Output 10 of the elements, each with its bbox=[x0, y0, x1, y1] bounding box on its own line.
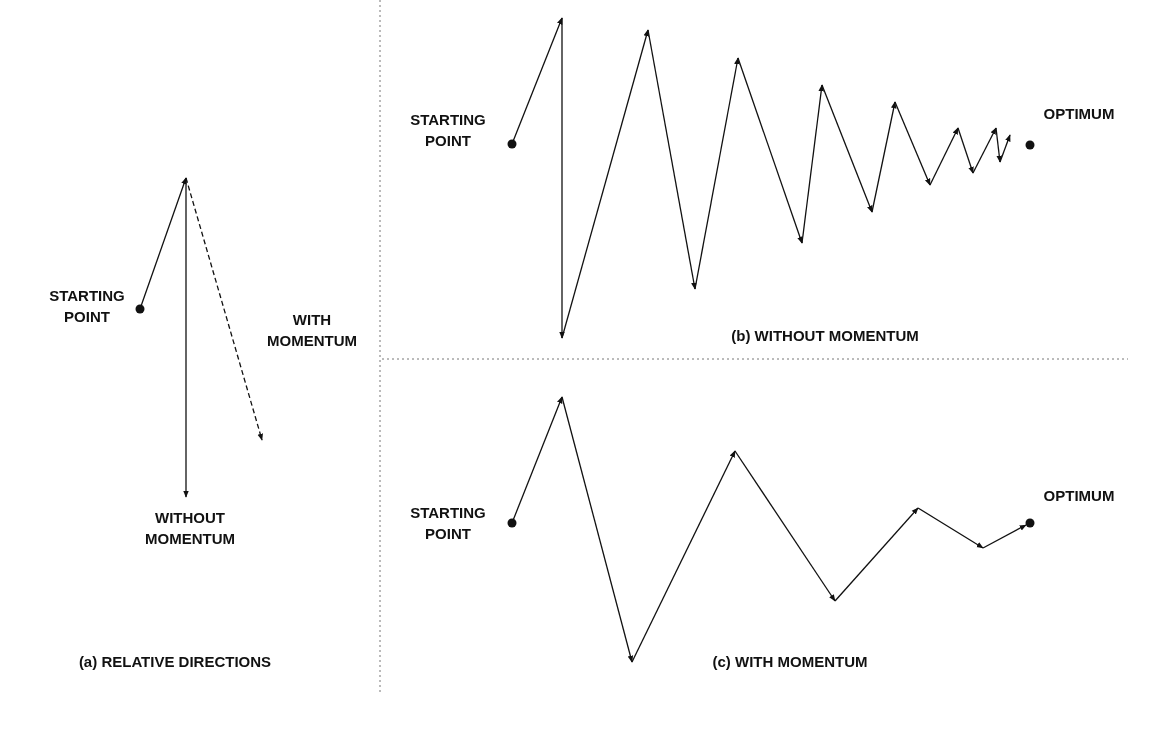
point-label: OPTIMUM bbox=[1042, 103, 1116, 124]
point-label: STARTING POINT bbox=[409, 503, 487, 544]
arrow-label: WITH MOMENTUM bbox=[266, 310, 358, 351]
panel-caption: (b) WITHOUT MOMENTUM bbox=[730, 325, 920, 346]
arrow-label: WITHOUT MOMENTUM bbox=[144, 508, 236, 549]
point-label: STARTING POINT bbox=[409, 110, 487, 151]
panel-caption: (a) RELATIVE DIRECTIONS bbox=[77, 651, 273, 672]
panel-caption: (c) WITH MOMENTUM bbox=[711, 651, 869, 672]
point-label: STARTING POINT bbox=[48, 286, 126, 327]
point-label: OPTIMUM bbox=[1042, 485, 1116, 506]
